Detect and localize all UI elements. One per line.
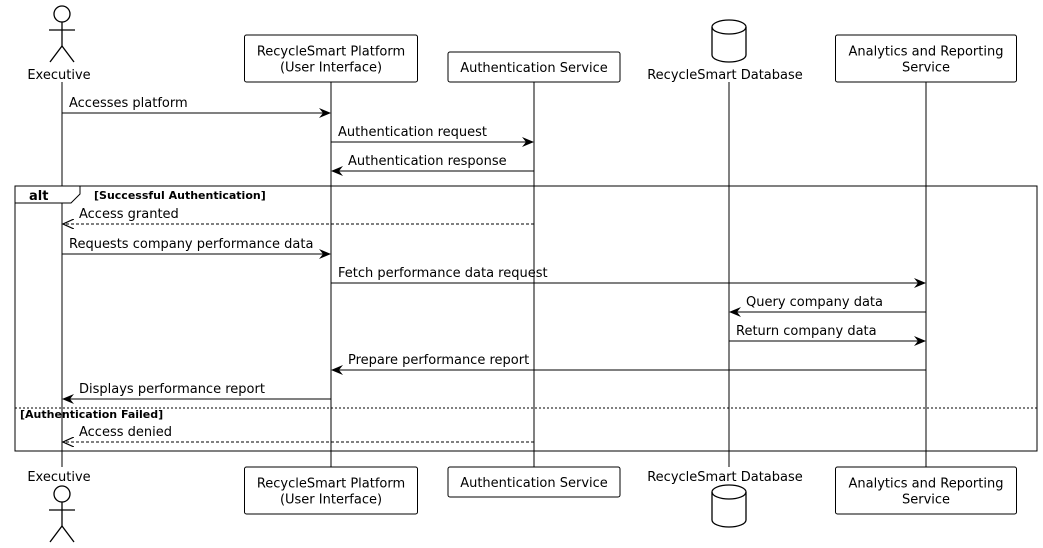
alt-tab xyxy=(14,185,81,204)
message-label: Access denied xyxy=(79,425,172,440)
alt-frame-border xyxy=(14,185,1038,452)
message-label: Return company data xyxy=(736,324,877,339)
participant-box xyxy=(835,34,1017,83)
actor-icon xyxy=(49,5,75,63)
alt-guard-success: [Successful Authentication] xyxy=(94,189,266,202)
message-label: Accesses platform xyxy=(69,96,188,111)
participant-ui-bottom: RecycleSmart Platform(User Interface) xyxy=(244,466,418,515)
alt-guard-failed: [Authentication Failed] xyxy=(20,408,163,421)
message-label: Access granted xyxy=(79,207,179,222)
participant-label: Authentication Service xyxy=(460,61,608,76)
message-label: Fetch performance data request xyxy=(338,266,548,281)
message-8: Return company data xyxy=(729,324,926,346)
database-icon xyxy=(711,19,747,63)
message-9: Prepare performance report xyxy=(331,353,926,375)
participant-box xyxy=(244,466,418,515)
message-label: Query company data xyxy=(746,295,883,310)
participant-box xyxy=(447,51,621,83)
participant-label: Authentication Service xyxy=(460,476,608,491)
participant-label: Analytics and Reporting xyxy=(849,45,1004,60)
participant-box xyxy=(244,34,418,83)
participant-box xyxy=(447,466,621,498)
participant-auth-top: Authentication Service xyxy=(447,51,621,83)
participant-label: Executive xyxy=(27,470,90,485)
message-11: Access denied xyxy=(63,425,534,442)
message-3: Authentication response xyxy=(331,154,534,176)
message-label: Authentication request xyxy=(338,125,487,140)
alt-keyword: alt xyxy=(29,189,48,204)
participant-label: (User Interface) xyxy=(280,493,382,508)
actor-icon xyxy=(49,485,75,543)
message-6: Fetch performance data request xyxy=(331,266,926,288)
participant-exec-top: Executive xyxy=(27,5,91,83)
alt-fragment: alt [Successful Authentication] [Authent… xyxy=(14,185,1038,452)
message-label: Prepare performance report xyxy=(348,353,529,368)
participant-auth-bottom: Authentication Service xyxy=(447,466,621,498)
message-4: Access granted xyxy=(63,207,534,224)
participant-exec-bottom: Executive xyxy=(27,470,91,543)
message-label: Requests company performance data xyxy=(69,237,313,252)
participant-ui-top: RecycleSmart Platform(User Interface) xyxy=(244,34,418,83)
participant-label: RecycleSmart Database xyxy=(647,68,803,83)
participant-label: Executive xyxy=(27,68,90,83)
participant-label: RecycleSmart Platform xyxy=(257,477,405,492)
message-2: Authentication request xyxy=(331,125,534,147)
participant-label: RecycleSmart Platform xyxy=(257,45,405,60)
participant-label: Analytics and Reporting xyxy=(849,477,1004,492)
participant-db-bottom: RecycleSmart Database xyxy=(647,470,803,528)
participant-label: Service xyxy=(902,493,950,508)
participant-label: (User Interface) xyxy=(280,61,382,76)
message-10: Displays performance report xyxy=(62,382,331,404)
database-icon xyxy=(711,484,747,528)
message-label: Authentication response xyxy=(348,154,507,169)
message-label: Displays performance report xyxy=(79,382,265,397)
participant-label: RecycleSmart Database xyxy=(647,470,803,485)
message-5: Requests company performance data xyxy=(62,237,331,259)
participant-label: Service xyxy=(902,61,950,76)
message-7: Query company data xyxy=(729,295,926,317)
participant-box xyxy=(835,466,1017,515)
participant-db-top: RecycleSmart Database xyxy=(647,19,803,83)
message-1: Accesses platform xyxy=(62,96,331,118)
